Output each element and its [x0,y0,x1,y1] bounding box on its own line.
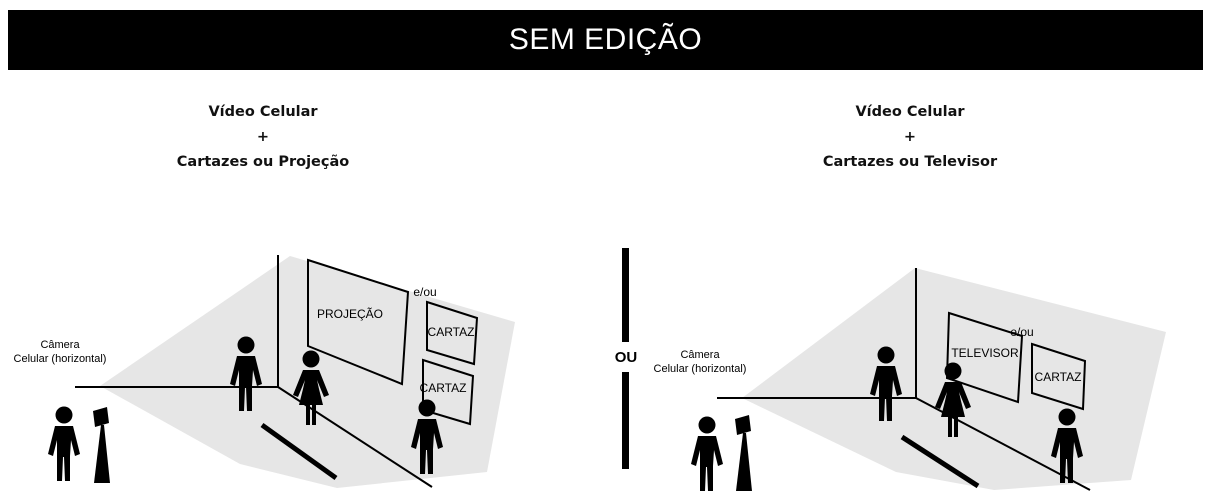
right-heading-line1: Vídeo Celular [855,104,965,120]
left-heading-line1: Vídeo Celular [208,104,318,120]
right-panel-heading: Vídeo Celular + Cartazes ou Televisor [720,100,1100,175]
left-poster-1 [426,300,479,366]
left-poster-1-label: CARTAZ [428,325,475,339]
right-floor-marker [900,434,980,489]
right-scene: TELEVISOR e/ou CARTAZ Câmera Celular (ho… [654,268,1166,491]
left-scene: PROJEÇÃO e/ou CARTAZ CARTAZ Câmera Celul… [14,255,515,488]
left-camera-label-line2: Celular (horizontal) [14,353,107,365]
left-floor-marker [260,422,338,481]
right-camera-label-line1: Câmera [680,349,720,361]
left-projection-screen [307,258,410,386]
left-screen-label: PROJEÇÃO [317,307,383,321]
right-poster [1031,342,1087,411]
separator-label: OU [615,349,638,366]
left-and-or-label: e/ou [413,285,436,299]
left-camera-label-line1: Câmera [40,339,80,351]
left-camera-tripod [93,407,110,483]
left-poster-2-label: CARTAZ [420,381,467,395]
right-heading-line2: Cartazes ou Televisor [822,154,998,170]
left-camera-operator [48,406,80,481]
right-and-or-label: e/ou [1010,325,1033,339]
left-heading-plus: + [256,129,270,145]
right-camera-tripod [735,415,752,491]
right-poster-label: CARTAZ [1035,370,1082,384]
right-screen-label: TELEVISOR [951,346,1019,360]
separator-bar-bottom [622,372,629,469]
right-camera-operator [691,416,723,491]
right-camera-label-line2: Celular (horizontal) [654,363,747,375]
right-television-screen [945,311,1024,404]
right-heading-plus: + [903,129,917,145]
banner-title: SEM EDIÇÃO [508,23,703,56]
or-separator: OU [615,248,638,469]
left-heading-line2: Cartazes ou Projeção [176,154,350,170]
left-panel-heading: Vídeo Celular + Cartazes ou Projeção [73,100,453,175]
title-banner: SEM EDIÇÃO [8,10,1203,70]
separator-bar-top [622,248,629,342]
